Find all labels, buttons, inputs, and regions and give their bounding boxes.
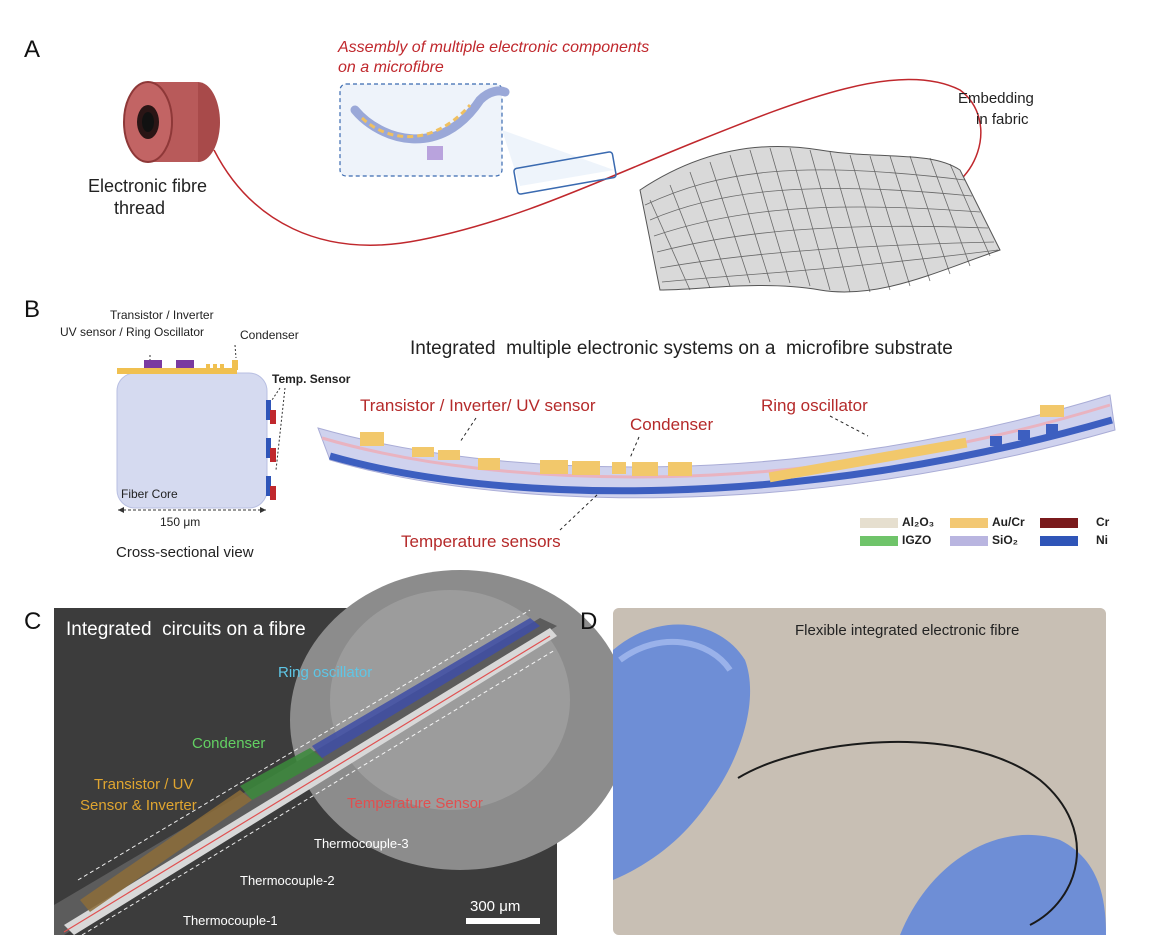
legend-label-igzo: IGZO: [902, 533, 932, 547]
sem-label-thermocouple-1: Thermocouple-1: [183, 913, 278, 928]
fabric-label-line1: Embedding: [958, 90, 1034, 107]
thread-label-line1: Electronic fibre: [88, 176, 208, 196]
sem-label-ring-oscillator: Ring oscillator: [278, 664, 373, 681]
thread-label-line2: thread: [114, 198, 166, 218]
label-transistor: Transistor / Inverter/ UV sensor: [360, 396, 596, 415]
panel-c-title: Integrated circuits on a fibre: [66, 619, 306, 640]
legend-swatch-cr: [1040, 518, 1078, 528]
legend-swatch-igzo: [860, 536, 898, 546]
panel-d-letter: D: [580, 608, 598, 635]
label-condenser: Condenser: [630, 415, 714, 434]
cs-condenser: Condenser: [240, 328, 299, 342]
scale-bar-label: 300 μm: [470, 898, 521, 915]
cs-fiber-core: Fiber Core: [121, 487, 178, 501]
sem-label-thermocouple-2: Thermocouple-2: [240, 873, 335, 888]
fibre-spool: [123, 81, 220, 163]
cs-label-line1: Transistor / Inverter: [110, 308, 214, 322]
fabric-label-line2: in fabric: [976, 111, 1029, 128]
legend-swatch-al2o3: [860, 518, 898, 528]
sem-image: [54, 570, 630, 935]
cross-section: [116, 344, 286, 513]
legend-swatch-ni: [1040, 536, 1078, 546]
panel-c-letter: C: [24, 608, 42, 635]
legend-label-al2o3: Al₂O₃: [902, 515, 935, 529]
panel-b-title: Integrated multiple electronic systems o…: [410, 338, 953, 359]
sem-label-condenser: Condenser: [192, 735, 266, 752]
label-ring-oscillator: Ring oscillator: [761, 396, 868, 415]
panel-d-title: Flexible integrated electronic fibre: [795, 622, 1020, 639]
sem-label-transistor-line1: Transistor / UV: [94, 776, 194, 793]
material-legend: Al₂O₃ Au/Cr Cr IGZO SiO₂ Ni: [860, 515, 1120, 552]
legend-label-cr: Cr: [1096, 515, 1110, 529]
legend-label-ni: Ni: [1096, 533, 1108, 547]
fibre-3d-model: [317, 394, 1116, 531]
sem-label-thermocouple-3: Thermocouple-3: [314, 836, 409, 851]
cs-dimension: 150 μm: [160, 515, 201, 529]
legend-swatch-aucr: [950, 518, 988, 528]
fibre-thread-line: [213, 78, 982, 246]
assembly-title-line2: on a microfibre: [338, 59, 444, 76]
legend-swatch-sio2: [950, 536, 988, 546]
panel-b-letter: B: [24, 296, 41, 323]
sem-label-temperature-sensor: Temperature Sensor: [347, 795, 483, 812]
fibre-photo: [613, 608, 1106, 935]
sem-label-transistor-line2: Sensor & Inverter: [80, 797, 197, 814]
legend-label-sio2: SiO₂: [992, 533, 1019, 547]
legend-label-aucr: Au/Cr: [992, 515, 1025, 529]
cs-view-label: Cross-sectional view: [116, 544, 254, 561]
fabric-mesh: [639, 145, 1001, 293]
assembly-title-line1: Assembly of multiple electronic componen…: [338, 39, 650, 56]
panel-a-letter: A: [24, 36, 41, 63]
cs-label-line2: UV sensor / Ring Oscillator: [60, 325, 205, 339]
label-temperature-sensors: Temperature sensors: [401, 532, 561, 551]
cs-temp-sensor: Temp. Sensor: [272, 372, 351, 386]
